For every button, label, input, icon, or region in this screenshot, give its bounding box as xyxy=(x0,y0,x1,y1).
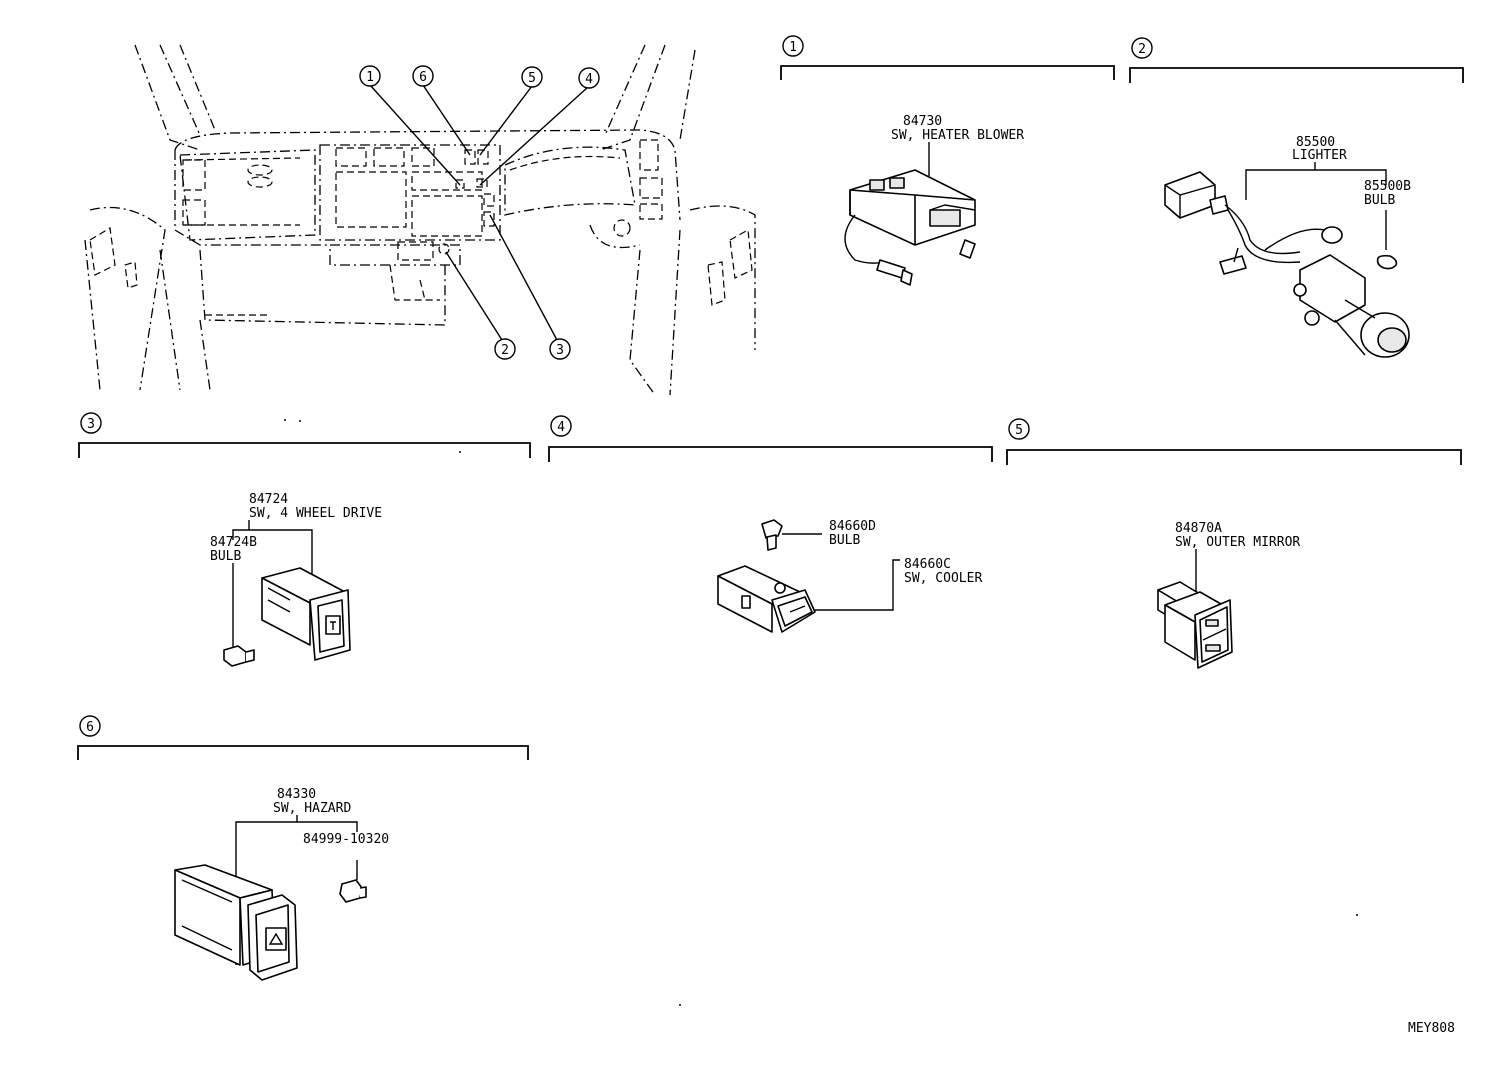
section-6: 6 84330 SW, HAZARD 84999-10320 xyxy=(77,715,529,981)
part-84330-number: 84330 xyxy=(277,787,316,802)
part-84724b-name: BULB xyxy=(210,549,241,564)
scan-speckles xyxy=(284,419,1358,1006)
cooler-switch-illustration xyxy=(717,519,816,633)
part-84660d-name: BULB xyxy=(829,533,860,548)
part-84870a-number: 84870A xyxy=(1175,521,1222,536)
part-84660d-number: 84660D xyxy=(829,519,876,534)
callout-number: 4 xyxy=(585,72,593,87)
section-2: 2 85500 LIGHTER 85500B BULB xyxy=(1129,37,1464,358)
part-84724-number: 84724 xyxy=(249,492,288,507)
part-84999-10320-number: 84999-10320 xyxy=(303,832,389,847)
part-85500-number: 85500 xyxy=(1296,135,1335,150)
four-wheel-drive-switch-illustration xyxy=(223,567,351,667)
part-84660c-name: SW, COOLER xyxy=(904,571,982,586)
overview-callout-3: 3 xyxy=(549,338,571,360)
heater-blower-switch-illustration xyxy=(844,169,976,286)
hazard-switch-illustration xyxy=(174,864,367,981)
callout-number: 5 xyxy=(528,71,536,86)
section-1-bracket xyxy=(780,65,1115,80)
overview-callout-1: 1 xyxy=(359,65,381,87)
part-84724b-number: 84724B xyxy=(210,535,257,550)
lighter-illustration xyxy=(1164,171,1410,358)
part-85500b-number: 85500B xyxy=(1364,179,1411,194)
section-3: 3 84724 SW, 4 WHEEL DRIVE 84724B BULB xyxy=(78,412,531,667)
part-85500b-name: BULB xyxy=(1364,193,1395,208)
section-4-number: 4 xyxy=(557,420,565,435)
section-4: 4 84660D BULB 84660C SW, COOLER xyxy=(548,415,993,633)
part-84730-name: SW, HEATER BLOWER xyxy=(891,128,1024,143)
callout-number: 3 xyxy=(556,343,564,358)
callout-number: 6 xyxy=(419,70,427,85)
section-4-bracket xyxy=(548,446,993,462)
section-1-number: 1 xyxy=(789,40,797,55)
callout-number: 2 xyxy=(501,343,509,358)
section-5: 5 84870A SW, OUTER MIRROR xyxy=(1006,418,1462,669)
part-84870a-name: SW, OUTER MIRROR xyxy=(1175,535,1300,550)
overview-callout-2: 2 xyxy=(494,338,516,360)
section-2-bracket xyxy=(1129,67,1464,83)
section-2-number: 2 xyxy=(1138,42,1146,57)
section-1: 1 84730 SW, HEATER BLOWER xyxy=(780,35,1115,286)
part-85500-name: LIGHTER xyxy=(1292,148,1347,163)
section-5-number: 5 xyxy=(1015,423,1023,438)
diagram-code: MEY808 xyxy=(1408,1021,1455,1036)
section-6-bracket xyxy=(77,745,529,760)
section-3-bracket xyxy=(78,442,531,458)
section-6-number: 6 xyxy=(86,720,94,735)
part-84660c-number: 84660C xyxy=(904,557,951,572)
callout-number: 1 xyxy=(366,70,374,85)
part-84724-name: SW, 4 WHEEL DRIVE xyxy=(249,506,382,521)
dashboard-overview-illustration xyxy=(84,44,756,396)
section-3-number: 3 xyxy=(87,417,95,432)
outer-mirror-switch-illustration xyxy=(1157,581,1233,669)
overview-callout-5: 5 xyxy=(521,66,543,88)
part-84330-name: SW, HAZARD xyxy=(273,801,351,816)
overview-callout-6: 6 xyxy=(412,65,434,87)
overview-callout-4: 4 xyxy=(578,67,600,89)
section-5-bracket xyxy=(1006,449,1462,465)
part-84730-number: 84730 xyxy=(903,114,942,129)
